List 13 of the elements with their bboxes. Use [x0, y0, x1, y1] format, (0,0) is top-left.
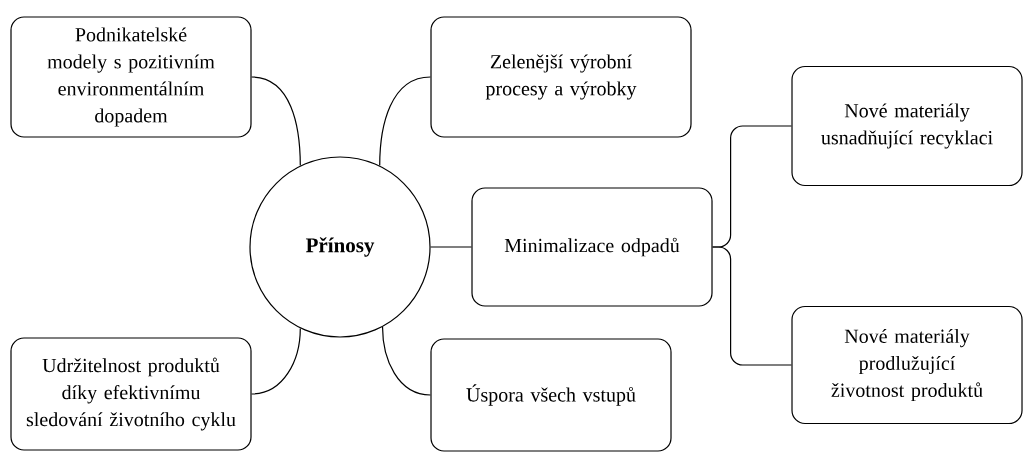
topic-box: Nové materiály usnadňující recyklaci: [791, 65, 1023, 187]
topic-box: Nové materiály prodlužující životnost produktů: [791, 305, 1023, 425]
connector: [379, 76, 431, 167]
topic-box: Podnikatelské modely s pozitivním environmentálním dopadem: [10, 16, 252, 138]
topic-box: Úspora všech vstupů: [430, 338, 672, 452]
connector: [712, 246, 792, 366]
connector: [251, 76, 301, 167]
topic-box: Minimalizace odpadů: [471, 187, 713, 307]
connector: [381, 326, 431, 396]
connector: [430, 246, 472, 248]
topic-box: Zelenější výrobní procesy a výrobky: [430, 16, 692, 138]
connector: [251, 327, 301, 395]
topic-box: Udržitelnost produktů díky efektivnímu sledování životního cyklu: [10, 337, 252, 451]
